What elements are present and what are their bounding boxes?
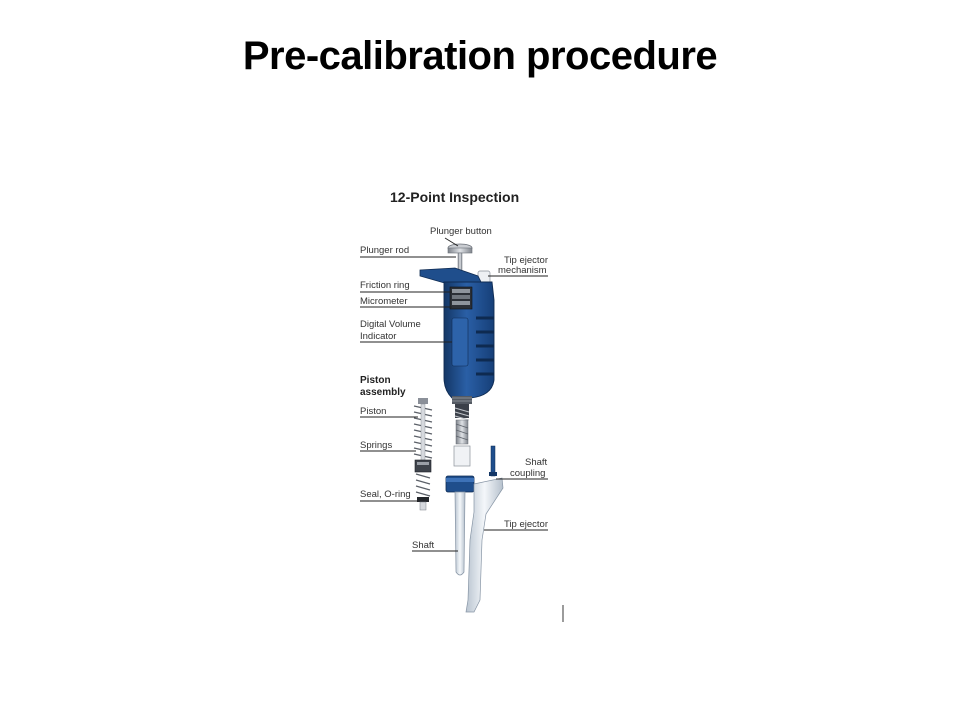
label-digital-volume-line1: Digital Volume xyxy=(360,319,421,330)
label-piston: Piston xyxy=(360,406,386,417)
piston-assembly xyxy=(413,398,433,511)
label-tip-ejector-mechanism-line2: mechanism xyxy=(498,265,547,276)
plunger-button xyxy=(447,243,473,254)
label-plunger-button: Plunger button xyxy=(430,226,492,237)
label-tip-ejector-mechanism-line1: Tip ejector xyxy=(504,255,548,266)
label-seal-o-ring: Seal, O-ring xyxy=(360,489,411,500)
label-piston-assembly-line2: assembly xyxy=(360,387,406,398)
label-shaft-coupling-line1: Shaft xyxy=(525,457,548,468)
label-shaft: Shaft xyxy=(412,540,435,551)
lower-spring-assembly xyxy=(453,404,471,467)
tip-ejector xyxy=(465,477,504,613)
slide-title: Pre-calibration procedure xyxy=(242,34,718,78)
diagram-title: 12-Point Inspection xyxy=(390,189,519,205)
label-shaft-coupling-line2: coupling xyxy=(510,468,545,479)
shaft xyxy=(454,491,466,576)
pipette-body xyxy=(419,267,495,404)
label-plunger-rod: Plunger rod xyxy=(360,245,409,256)
label-friction-ring: Friction ring xyxy=(360,280,410,291)
label-digital-volume-line2: Indicator xyxy=(360,331,396,342)
label-piston-assembly-line1: Piston xyxy=(360,375,391,386)
shaft-coupling xyxy=(445,445,497,493)
label-springs: Springs xyxy=(360,440,392,451)
label-tip-ejector: Tip ejector xyxy=(504,519,548,530)
label-micrometer: Micrometer xyxy=(360,296,408,307)
